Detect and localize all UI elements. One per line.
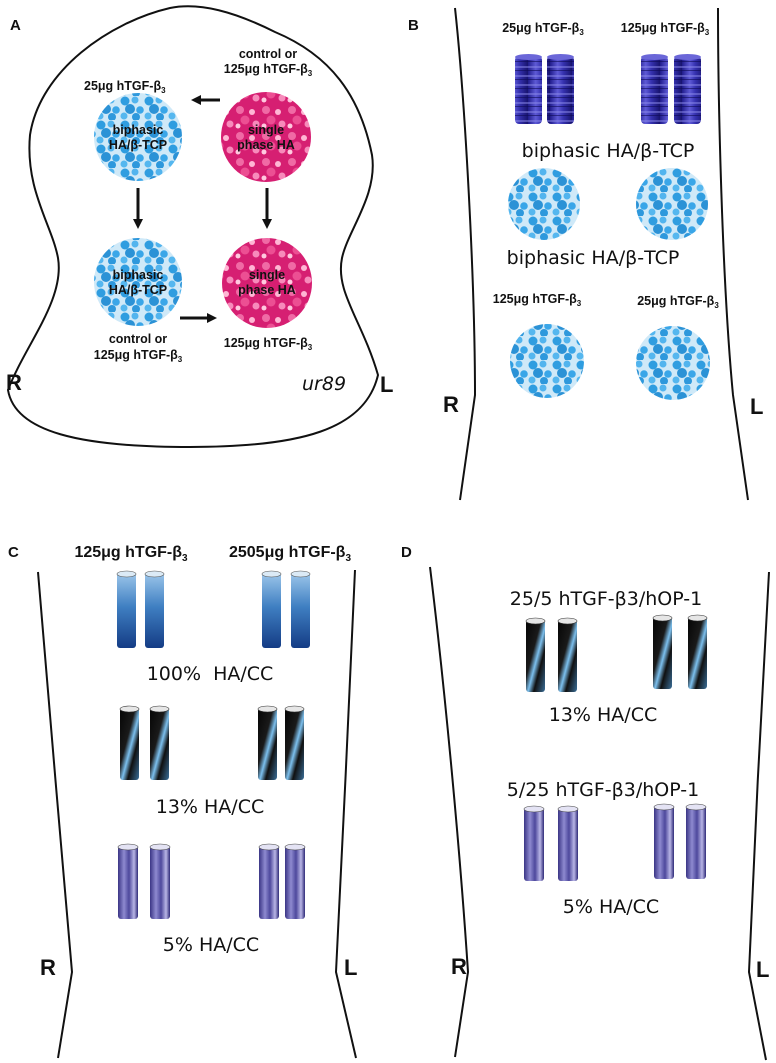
panel-a-bottom-right-line2: phase HA: [238, 283, 296, 297]
panel-a-bottom-left-line1: biphasic: [113, 268, 164, 282]
panel-b-material-2: biphasic HA/β-TCP: [507, 247, 680, 269]
panel-c-dose-right: 2505μg hTGF-β3: [229, 544, 351, 564]
panel-d-hacc5-cylinder-2: [557, 805, 579, 881]
panel-b-dose-bottom-right: 25μg hTGF-β3: [637, 294, 719, 310]
panel-b-dose-top-left: 25μg hTGF-β3: [502, 21, 584, 37]
panel-a-bottom-left-dose-2: 125μg hTGF-β3: [94, 348, 183, 364]
panel-b: B R L 25μg hTGF-β3 125μg hTGF-β3 biphasi…: [408, 7, 763, 501]
panel-a: A R L ur89 25μg hTGF-β3 control or 125μg…: [6, 5, 393, 449]
panel-c-material-3: 5% HA/CC: [163, 934, 259, 956]
panel-b-cylinder-2: [547, 54, 574, 124]
panel-a-left-side: R: [6, 370, 22, 395]
panel-d-hacc13-cylinder-2: [557, 617, 578, 692]
panel-d-hacc5-cylinder-3: [653, 803, 675, 879]
panel-b-dose-top-right: 125μg hTGF-β3: [621, 21, 710, 37]
panel-b-cylinder-3: [641, 54, 668, 124]
panel-d-left-edge: [429, 566, 470, 1058]
panel-b-letter: B: [408, 17, 419, 34]
panel-d-combo-2: 5/25 hTGF-β3/hOP-1: [507, 779, 699, 801]
panel-a-right-side: L: [380, 372, 393, 397]
panel-a-bottom-left-line2: HA/β-TCP: [109, 283, 167, 297]
panel-d-right-edge: [747, 571, 770, 1061]
panel-d-combo-1: 25/5 hTGF-β3/hOP-1: [510, 588, 702, 610]
panel-a-disc-biphasic-bottom: [94, 238, 182, 326]
panel-b-material-1: biphasic HA/β-TCP: [522, 140, 695, 162]
panel-b-disc-2: [636, 168, 708, 240]
panel-c-letter: C: [8, 544, 19, 561]
panel-d-hacc13-cylinder-3: [652, 614, 673, 689]
panel-b-cylinder-1: [515, 54, 542, 124]
panel-a-specimen: ur89: [302, 373, 346, 395]
panel-d-letter: D: [401, 544, 412, 561]
panel-a-disc-biphasic-top: [94, 93, 182, 181]
panel-b-right-edge: [717, 7, 749, 501]
panel-a-bottom-right-dose: 125μg hTGF-β3: [224, 336, 313, 352]
panel-c-hacc5-cylinder-1: [117, 843, 139, 919]
panel-c-material-1: 100% HA/CC: [147, 663, 274, 685]
panel-d-hacc5-cylinder-1: [523, 805, 545, 881]
panel-b-left-edge: [454, 7, 477, 501]
panel-c-hacc100-cylinder-1: [116, 570, 137, 648]
panel-a-disc-single-top: [221, 92, 311, 182]
panel-b-cylinder-4: [674, 54, 701, 124]
panel-a-letter: A: [10, 17, 21, 34]
panel-c-right-side: L: [344, 955, 357, 980]
panel-a-top-right-line1: single: [248, 123, 284, 137]
panel-c-right-edge: [334, 569, 357, 1059]
panel-c-hacc13-cylinder-3: [257, 705, 278, 780]
panel-c-hacc100-cylinder-2: [144, 570, 165, 648]
panel-b-dose-bottom-left: 125μg hTGF-β3: [493, 292, 582, 308]
panel-a-top-left-dose: 25μg hTGF-β3: [84, 79, 166, 95]
panel-b-disc-1: [508, 168, 580, 240]
panel-c: C R L 125μg hTGF-β3 2505μg hTGF-β3 100% …: [8, 544, 357, 1059]
panel-a-top-right-dose-1: control or: [239, 47, 297, 61]
panel-c-hacc5-cylinder-3: [258, 843, 280, 919]
panel-c-hacc13-cylinder-2: [149, 705, 170, 780]
panel-d-material-2: 5% HA/CC: [563, 896, 659, 918]
panel-c-material-2: 13% HA/CC: [156, 796, 265, 818]
panel-d-hacc5-cylinder-4: [685, 803, 707, 879]
panel-a-top-right-dose-2: 125μg hTGF-β3: [224, 62, 313, 78]
panel-b-left-side: R: [443, 392, 459, 417]
panel-c-hacc5-cylinder-4: [284, 843, 306, 919]
panel-d-material-1: 13% HA/CC: [549, 704, 658, 726]
panel-c-hacc100-cylinder-4: [290, 570, 311, 648]
panel-b-right-side: L: [750, 394, 763, 419]
panel-d: D R L 25/5 hTGF-β3/hOP-1 13% HA/CC 5/25 …: [401, 544, 770, 1061]
panel-a-top-right-line2: phase HA: [237, 138, 295, 152]
panel-d-left-side: R: [451, 954, 467, 979]
panel-a-bottom-right-line1: single: [249, 268, 285, 282]
panel-b-disc-3: [510, 324, 584, 398]
panel-d-hacc13-cylinder-1: [525, 617, 546, 692]
panel-c-hacc100-cylinder-3: [261, 570, 282, 648]
panel-b-disc-4: [636, 326, 710, 400]
panel-c-left-side: R: [40, 955, 56, 980]
panel-a-outline: [6, 5, 380, 449]
panel-d-right-side: L: [756, 957, 769, 982]
panel-d-hacc13-cylinder-4: [687, 614, 708, 689]
panel-a-bottom-left-dose-1: control or: [109, 332, 167, 346]
panel-a-disc-single-bottom: [222, 238, 312, 328]
panel-c-left-edge: [37, 571, 74, 1059]
panel-c-hacc5-cylinder-2: [149, 843, 171, 919]
panel-c-hacc13-cylinder-4: [284, 705, 305, 780]
panel-c-hacc13-cylinder-1: [119, 705, 140, 780]
panel-a-top-left-line1: biphasic: [113, 123, 164, 137]
panel-c-dose-left: 125μg hTGF-β3: [74, 544, 188, 564]
panel-a-top-left-line2: HA/β-TCP: [109, 138, 167, 152]
